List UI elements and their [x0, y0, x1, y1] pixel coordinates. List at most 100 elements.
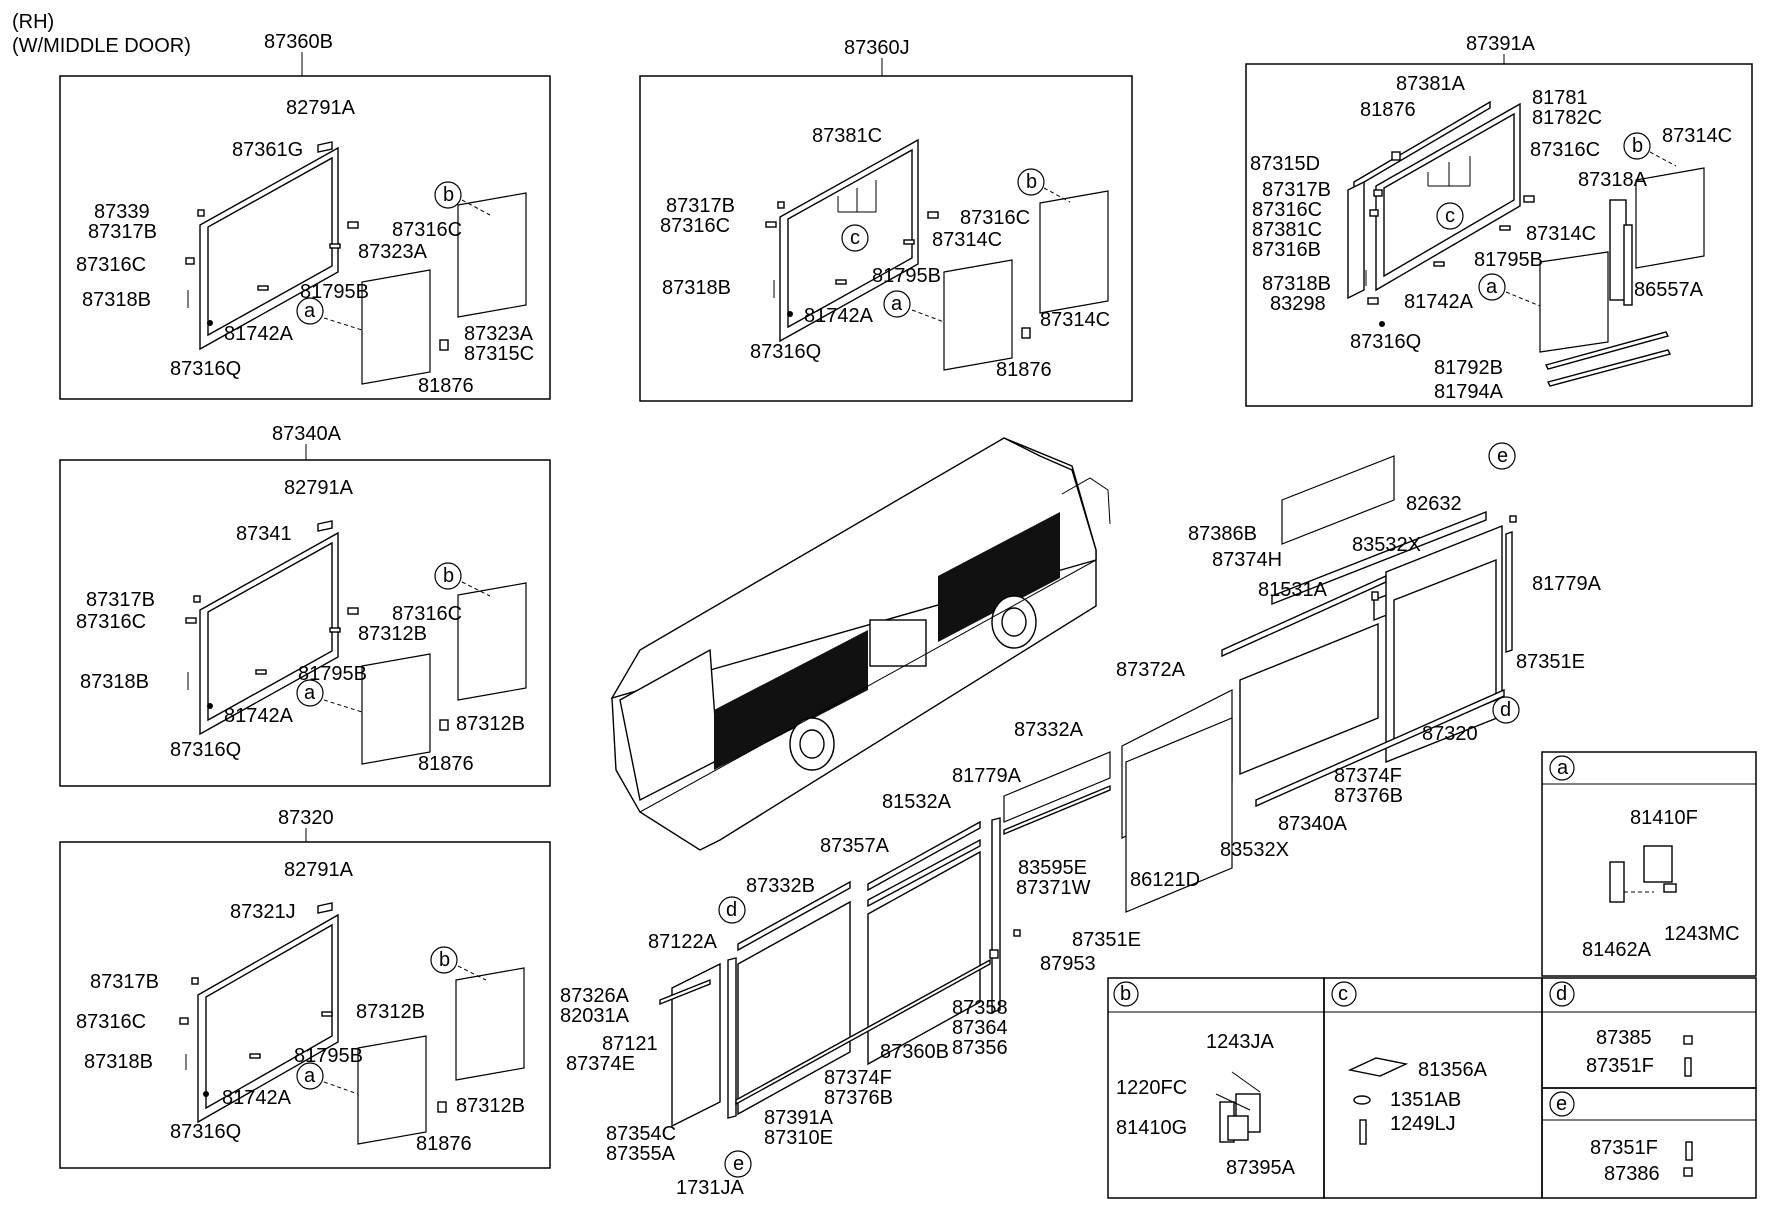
main-label-39: d	[726, 899, 737, 921]
main-label-19: 87357A	[820, 835, 890, 857]
box2-label-6: 81795B	[872, 265, 941, 287]
main-label-18: 81532A	[882, 791, 952, 813]
main-label-17: 81779A	[952, 765, 1022, 787]
panel-a-label-2: 1243MC	[1664, 923, 1740, 945]
main-label-7: 87372A	[1116, 659, 1186, 681]
box3-label-8: 87316B	[1252, 239, 1321, 261]
box3-label-2: 81781	[1532, 87, 1588, 109]
box5-label-10: 81876	[416, 1133, 472, 1155]
box2-label-1: 87317B	[666, 195, 735, 217]
box3-label-11: 87316Q	[1350, 331, 1421, 353]
box1-label-10: 87323A	[358, 241, 428, 263]
main-exploded-view	[659, 442, 1520, 1178]
box2-label-8: 87314C	[932, 229, 1002, 251]
panel-e-label-0: 87351F	[1590, 1137, 1658, 1159]
box3-label-21: a	[1486, 276, 1498, 298]
box5-label-9: 87312B	[456, 1095, 525, 1117]
box2-label-4: 87316Q	[750, 341, 821, 363]
main-label-32: 87376B	[824, 1087, 893, 1109]
panel-b-tag: b	[1120, 983, 1131, 1005]
box2-label-10: 81876	[996, 359, 1052, 381]
box3-label-4: 87315D	[1250, 153, 1320, 175]
box2-label-7: 87316C	[960, 207, 1030, 229]
box5-label-1: 87321J	[230, 901, 296, 923]
main-label-1: 87374H	[1212, 549, 1282, 571]
box2-label-3: 87318B	[662, 277, 731, 299]
main-label-35: 87364	[952, 1017, 1008, 1039]
main-label-23: 82031A	[560, 1005, 630, 1027]
box3-label-0: 87381A	[1396, 73, 1466, 95]
main-label-21: 87122A	[648, 931, 718, 953]
main-label-20: 87332B	[746, 875, 815, 897]
box5-label-2: 87317B	[90, 971, 159, 993]
panel-c-label-1: 1351AB	[1390, 1089, 1461, 1111]
main-label-11: 87340A	[1278, 813, 1348, 835]
box3-label-15: 87314C	[1526, 223, 1596, 245]
box3-label-22: b	[1632, 135, 1643, 157]
box1-label-5: 87318B	[82, 289, 151, 311]
box1-label-14: a	[304, 300, 316, 322]
box1-label-15: b	[443, 184, 454, 206]
main-label-14: 86121D	[1130, 869, 1200, 891]
box3-label-20: 81794A	[1434, 381, 1504, 403]
box-87391a: 87391A 87381A 81876 81781 81782C	[1245, 33, 1753, 407]
main-label-28: 1731JA	[676, 1177, 744, 1199]
panel-b-label-2: 81410G	[1116, 1117, 1187, 1139]
box3-label-23: c	[1445, 205, 1455, 227]
box4-label-9: 87312B	[358, 623, 427, 645]
main-label-40: e	[1497, 445, 1508, 467]
main-label-16: 87371W	[1016, 877, 1091, 899]
main-label-42: d	[1500, 699, 1511, 721]
box5-label-8: 87312B	[356, 1001, 425, 1023]
box-87360b: 87360B 82791A 87361G 87339 87317B 87316C…	[59, 31, 551, 400]
main-label-10: 87376B	[1334, 785, 1403, 807]
detail-panels: a 81410F 81462A 1243MC b 1243JA 1220FC 8…	[1107, 751, 1757, 1199]
main-label-13: 87332A	[1014, 719, 1084, 741]
panel-a-tag: a	[1557, 757, 1569, 779]
box3-label-3: 81782C	[1532, 107, 1602, 129]
main-label-37: 87351E	[1072, 929, 1141, 951]
box3-label-1: 81876	[1360, 99, 1416, 121]
main-label-27: 87355A	[606, 1143, 676, 1165]
box5-label-12: b	[439, 949, 450, 971]
box-87360j: 87360J 87381C 87317B 87316C 87318B 87316…	[639, 37, 1133, 402]
panel-e-label-1: 87386	[1604, 1163, 1660, 1185]
box3-label-18: 86557A	[1634, 279, 1704, 301]
box5-label-0: 82791A	[284, 859, 354, 881]
box4-label-11: 81876	[418, 753, 474, 775]
box1-label-8: 81795B	[300, 281, 369, 303]
box4-label-4: 87318B	[80, 671, 149, 693]
main-label-15: 83595E	[1018, 857, 1087, 879]
box5-label-11: a	[304, 1065, 316, 1087]
main-label-2: 81531A	[1258, 579, 1328, 601]
box-87320: 87320 82791A 87321J 87317B 87316C 87318B…	[59, 807, 551, 1169]
box1-label-9: 87316C	[392, 219, 462, 241]
box1-label-4: 87316C	[76, 254, 146, 276]
box3-label-14: 87316C	[1530, 139, 1600, 161]
main-label-30: 87310E	[764, 1127, 833, 1149]
box4-label-10: 87312B	[456, 713, 525, 735]
box5-label-5: 87316Q	[170, 1121, 241, 1143]
box4-label-12: a	[304, 682, 316, 704]
panel-d-tag: d	[1556, 983, 1567, 1005]
main-label-29: 87391A	[764, 1107, 834, 1129]
main-label-34: 87358	[952, 997, 1008, 1019]
main-label-3: 83532X	[1352, 534, 1421, 556]
box3-label-5: 87317B	[1262, 179, 1331, 201]
panel-e-tag: e	[1556, 1093, 1567, 1115]
main-label-5: 81779A	[1532, 573, 1602, 595]
box3-label-16: 87318A	[1578, 169, 1648, 191]
box4-label-8: 87316C	[392, 603, 462, 625]
box4-label-13: b	[443, 565, 454, 587]
panel-b-label-0: 1243JA	[1206, 1031, 1274, 1053]
box4-label-6: 81742A	[224, 705, 294, 727]
main-label-25: 87374E	[566, 1053, 635, 1075]
box1-label-13: 81876	[418, 375, 474, 397]
box2-label-0: 87381C	[812, 125, 882, 147]
box1-label-7: 81742A	[224, 323, 294, 345]
box5-label-3: 87316C	[76, 1011, 146, 1033]
box2-label-2: 87316C	[660, 215, 730, 237]
box1-label-1: 87361G	[232, 139, 303, 161]
main-label-26: 87354C	[606, 1123, 676, 1145]
box5-title: 87320	[278, 807, 334, 829]
